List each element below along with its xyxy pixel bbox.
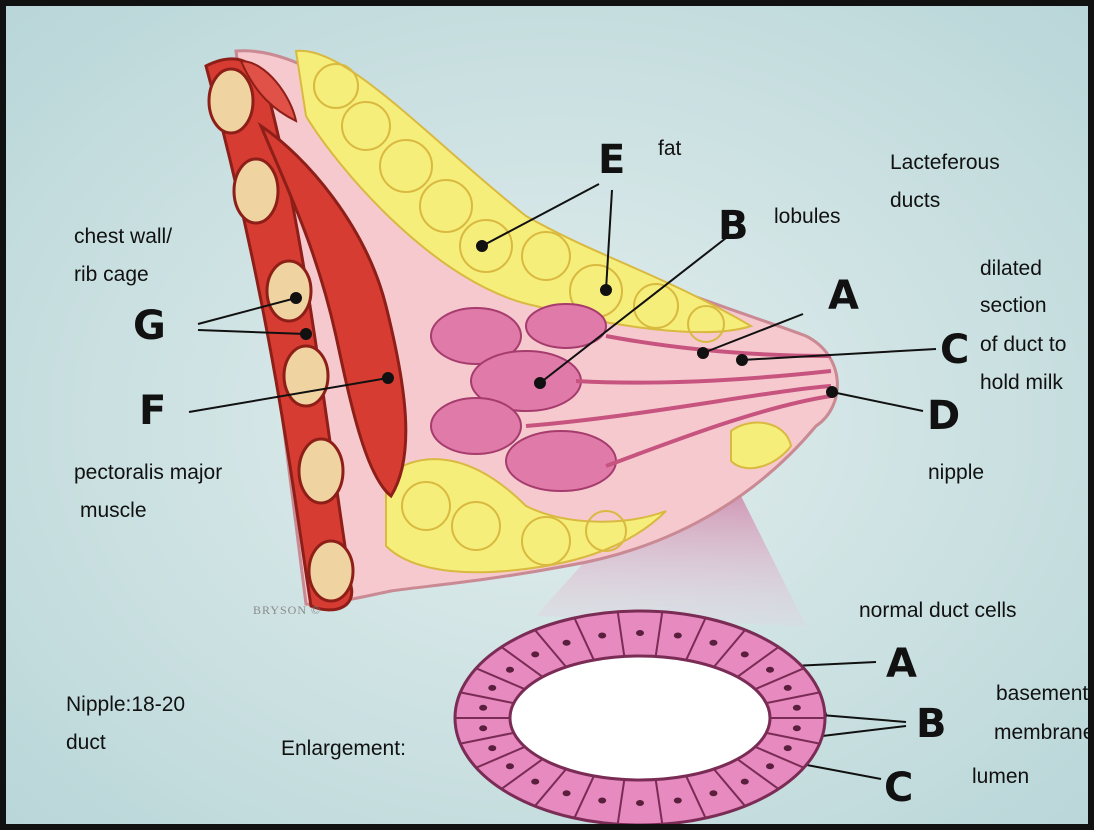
duct-cell-nucleus bbox=[766, 667, 774, 673]
label-normal-duct-cells: normal duct cells bbox=[859, 596, 1017, 626]
label-lacteferous-line1: Lacteferous bbox=[890, 148, 1000, 178]
label-nipple: nipple bbox=[928, 458, 984, 488]
label-pectoralis-line1: pectoralis major bbox=[74, 458, 222, 488]
duct-cell-nucleus bbox=[488, 685, 496, 691]
duct-cell-nucleus bbox=[598, 798, 606, 804]
credit-bryson: BRYSON © bbox=[253, 603, 321, 618]
duct-cell-nucleus bbox=[741, 651, 749, 657]
letter-enlarged-c: C bbox=[884, 766, 913, 810]
letter-b: B bbox=[718, 204, 749, 248]
duct-cell-nucleus bbox=[531, 651, 539, 657]
duct-cell-nucleus bbox=[784, 745, 792, 751]
duct-cell-nucleus bbox=[741, 779, 749, 785]
duct-cell-nucleus bbox=[488, 745, 496, 751]
duct-cell-nucleus bbox=[674, 798, 682, 804]
duct-cell-nucleus bbox=[784, 685, 792, 691]
letter-enlarged-b: B bbox=[916, 702, 947, 746]
label-lacteferous-line2: ducts bbox=[890, 186, 940, 216]
letter-e: E bbox=[598, 138, 625, 182]
letter-a: A bbox=[828, 274, 859, 318]
duct-cell-nucleus bbox=[766, 763, 774, 769]
label-basement-line2: membrane bbox=[994, 718, 1094, 748]
letter-g: G bbox=[133, 304, 166, 348]
duct-cell-nucleus bbox=[506, 763, 514, 769]
letter-f: F bbox=[139, 389, 166, 433]
letter-enlarged-a: A bbox=[886, 642, 917, 686]
label-dilated-line4: hold milk bbox=[980, 368, 1063, 398]
duct-cell-nucleus bbox=[636, 800, 644, 806]
duct-cell-nucleus bbox=[793, 705, 801, 711]
duct-cell-nucleus bbox=[709, 790, 717, 796]
label-nipple-ducts-line1: Nipple:18-20 bbox=[66, 690, 185, 720]
duct-cell-nucleus bbox=[531, 779, 539, 785]
label-nipple-ducts-line2: duct bbox=[66, 728, 106, 758]
label-dilated-line2: section bbox=[980, 291, 1047, 321]
label-enlargement: Enlargement: bbox=[281, 734, 406, 764]
duct-cell-nucleus bbox=[479, 725, 487, 731]
label-pectoralis-line2: muscle bbox=[80, 496, 147, 526]
duct-cross-section bbox=[455, 611, 825, 825]
label-dilated-line3: of duct to bbox=[980, 330, 1066, 360]
duct-cell-nucleus bbox=[674, 632, 682, 638]
label-chest-wall-line2: rib cage bbox=[74, 260, 149, 290]
letter-c: C bbox=[940, 328, 969, 372]
duct-cell-nucleus bbox=[709, 640, 717, 646]
duct-cell-nucleus bbox=[563, 640, 571, 646]
duct-cell-nucleus bbox=[563, 790, 571, 796]
label-dilated-line1: dilated bbox=[980, 254, 1042, 284]
duct-cell-nucleus bbox=[636, 630, 644, 636]
letter-d: D bbox=[927, 394, 960, 438]
label-lobules: lobules bbox=[774, 202, 841, 232]
duct-cell-nucleus bbox=[598, 632, 606, 638]
label-lumen: lumen bbox=[972, 762, 1029, 792]
label-chest-wall-line1: chest wall/ bbox=[74, 222, 172, 252]
duct-cell-nucleus bbox=[506, 667, 514, 673]
duct-cell-nucleus bbox=[479, 705, 487, 711]
duct-cell-nucleus bbox=[793, 725, 801, 731]
label-basement-line1: basement bbox=[996, 679, 1088, 709]
label-fat: fat bbox=[658, 134, 681, 164]
